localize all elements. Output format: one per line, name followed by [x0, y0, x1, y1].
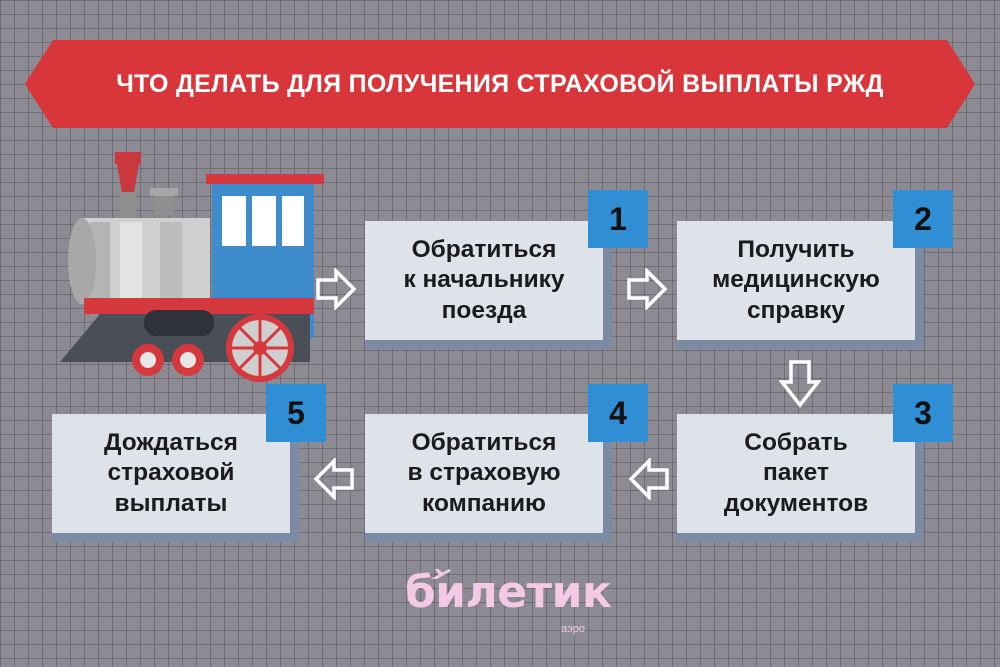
step-text-1: Обратиться к начальнику поезда	[365, 221, 603, 340]
step-card-3: Собрать пакет документов	[677, 414, 924, 542]
airplane-icon	[431, 569, 451, 579]
step-number-badge-2: 2	[893, 190, 953, 248]
step-text-4: Обратиться в страховую компанию	[365, 414, 603, 533]
arrow-left-icon	[628, 458, 669, 500]
title-banner: ЧТО ДЕЛАТЬ ДЛЯ ПОЛУЧЕНИЯ СТРАХОВОЙ ВЫПЛА…	[25, 40, 975, 128]
step-card-4: Обратиться в страховую компанию	[365, 414, 612, 542]
step-card-5: Дождаться страховой выплаты	[52, 414, 299, 542]
logo-subtext: аэро	[561, 623, 585, 635]
step-number-badge-3: 3	[893, 384, 953, 442]
steam-locomotive-icon	[60, 152, 324, 382]
arrow-right-icon	[316, 268, 356, 310]
step-number-badge-1: 1	[588, 190, 648, 248]
step-text-2: Получить медицинскую справку	[677, 221, 915, 340]
arrow-right-icon	[627, 268, 667, 310]
page-title: ЧТО ДЕЛАТЬ ДЛЯ ПОЛУЧЕНИЯ СТРАХОВОЙ ВЫПЛА…	[116, 69, 884, 98]
logo: билетик аэро	[405, 567, 612, 637]
step-text-5: Дождаться страховой выплаты	[52, 414, 290, 533]
step-text-3: Собрать пакет документов	[677, 414, 915, 533]
logo-text: билетик	[405, 567, 612, 618]
arrow-left-icon	[313, 458, 354, 500]
step-number-badge-5: 5	[266, 384, 326, 442]
arrow-down-icon	[779, 360, 821, 408]
step-number-badge-4: 4	[588, 384, 648, 442]
step-card-1: Обратиться к начальнику поезда	[365, 221, 612, 349]
step-card-2: Получить медицинскую справку	[677, 221, 924, 349]
